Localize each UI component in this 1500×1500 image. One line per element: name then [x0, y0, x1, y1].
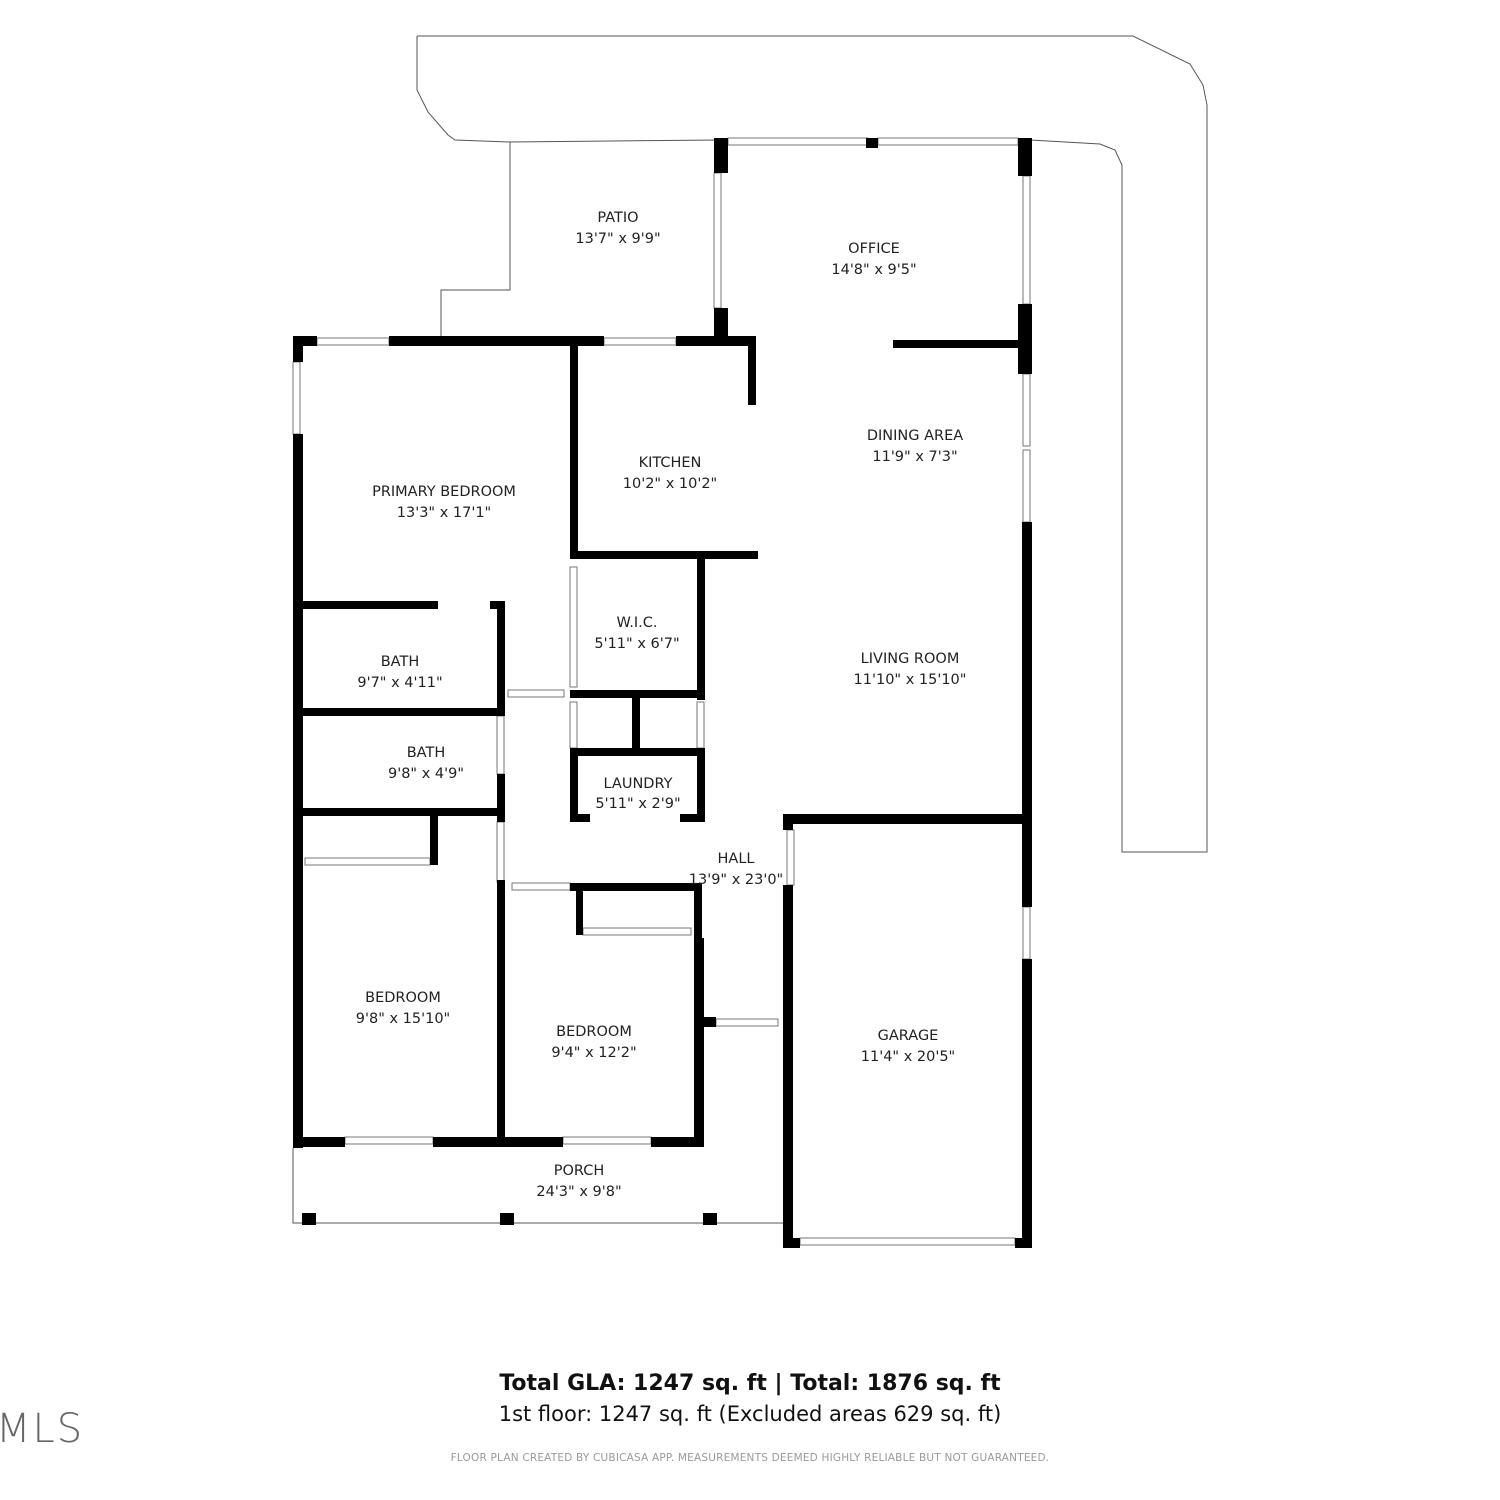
room-dims-laundry: 5'11" x 2'9" — [595, 796, 680, 812]
room-dims-bedroom-left: 9'8" x 15'10" — [356, 1011, 450, 1027]
room-dims-garage: 11'4" x 20'5" — [861, 1049, 955, 1065]
room-dims-primary-bedroom: 13'3" x 17'1" — [397, 505, 491, 521]
room-dims-kitchen: 10'2" x 10'2" — [623, 476, 717, 492]
room-dims-bath-2: 9'8" x 4'9" — [388, 766, 464, 782]
room-name-patio: PATIO — [597, 210, 638, 226]
room-name-garage: GARAGE — [878, 1028, 939, 1044]
room-dims-hall: 13'9" x 23'0" — [689, 872, 783, 888]
room-name-bath-2: BATH — [407, 745, 446, 761]
room-name-dining-area: DINING AREA — [867, 428, 963, 444]
room-name-bath-1: BATH — [381, 654, 420, 670]
room-name-bedroom-right: BEDROOM — [556, 1024, 632, 1040]
windows — [292, 137, 1031, 1246]
room-name-living-room: LIVING ROOM — [861, 651, 960, 667]
room-name-wic: W.I.C. — [617, 615, 658, 631]
room-dims-porch: 24'3" x 9'8" — [536, 1184, 621, 1200]
room-labels: PATIO 13'7" x 9'9" OFFICE 14'8" x 9'5" P… — [356, 210, 967, 1200]
room-name-primary-bedroom: PRIMARY BEDROOM — [372, 484, 516, 500]
total-area-summary: Total GLA: 1247 sq. ft | Total: 1876 sq.… — [499, 1371, 1001, 1396]
room-name-porch: PORCH — [554, 1163, 605, 1179]
room-name-office: OFFICE — [848, 241, 900, 257]
room-name-kitchen: KITCHEN — [639, 455, 702, 471]
room-dims-living-room: 11'10" x 15'10" — [854, 672, 967, 688]
mls-watermark-logo: MLS — [0, 1406, 85, 1452]
room-dims-wic: 5'11" x 6'7" — [594, 636, 679, 652]
room-dims-patio: 13'7" x 9'9" — [575, 231, 660, 247]
room-dims-office: 14'8" x 9'5" — [831, 262, 916, 278]
walls — [293, 138, 1032, 1248]
room-name-bedroom-left: BEDROOM — [365, 990, 441, 1006]
room-name-laundry: LAUNDRY — [604, 776, 673, 792]
room-dims-dining-area: 11'9" x 7'3" — [872, 449, 957, 465]
room-dims-bath-1: 9'7" x 4'11" — [357, 675, 442, 691]
exterior-outline — [292, 35, 1208, 1224]
floor-area-summary: 1st floor: 1247 sq. ft (Excluded areas 6… — [498, 1402, 1002, 1426]
room-name-hall: HALL — [718, 851, 755, 867]
disclaimer-text: FLOOR PLAN CREATED BY CUBICASA APP. MEAS… — [450, 1452, 1050, 1464]
room-dims-bedroom-right: 9'4" x 12'2" — [551, 1045, 636, 1061]
